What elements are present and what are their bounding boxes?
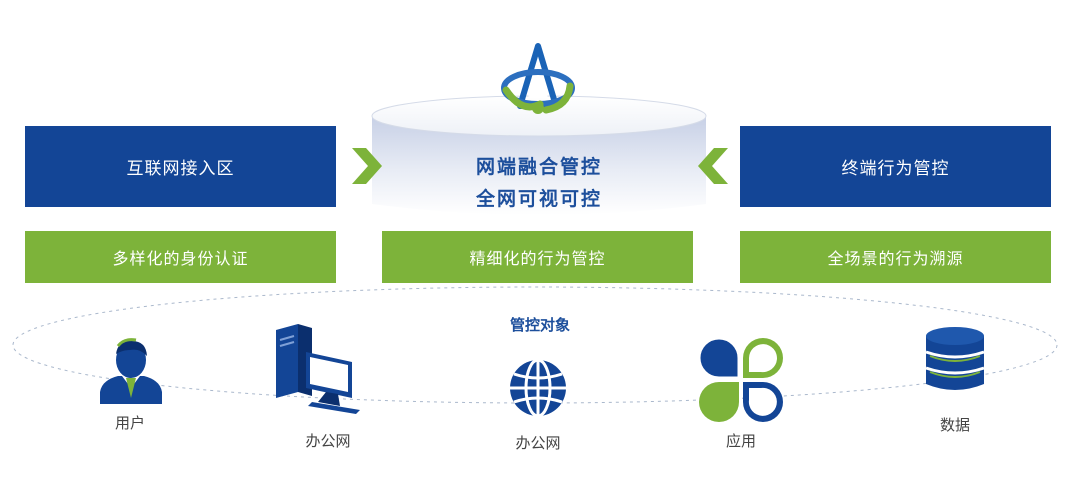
user-icon [100, 338, 162, 404]
object-label-office-network-2: 办公网 [515, 434, 561, 452]
objects-title: 管控对象 [509, 316, 570, 334]
globe-icon [510, 358, 566, 418]
center-pedestal [371, 95, 707, 215]
chevron-left-icon [698, 148, 728, 184]
object-label-data: 数据 [939, 416, 970, 434]
object-label-office-network-1: 办公网 [305, 432, 351, 450]
right-feature: 全场景的行为溯源 [740, 231, 1051, 283]
left-feature: 多样化的身份认证 [25, 231, 336, 283]
left-panel-title: 互联网接入区 [25, 126, 336, 207]
logo-icon [501, 43, 575, 114]
computer-icon [276, 324, 360, 414]
center-title-line2: 全网可视可控 [475, 188, 602, 210]
right-panel-title: 终端行为管控 [740, 126, 1051, 207]
center-title-line1: 网端融合管控 [475, 156, 602, 178]
chevron-right-icon [352, 148, 382, 184]
object-label-user: 用户 [114, 414, 145, 432]
apps-icon [697, 336, 783, 422]
center-feature: 精细化的行为管控 [382, 231, 693, 283]
object-label-application: 应用 [725, 432, 756, 450]
database-icon [925, 327, 985, 390]
